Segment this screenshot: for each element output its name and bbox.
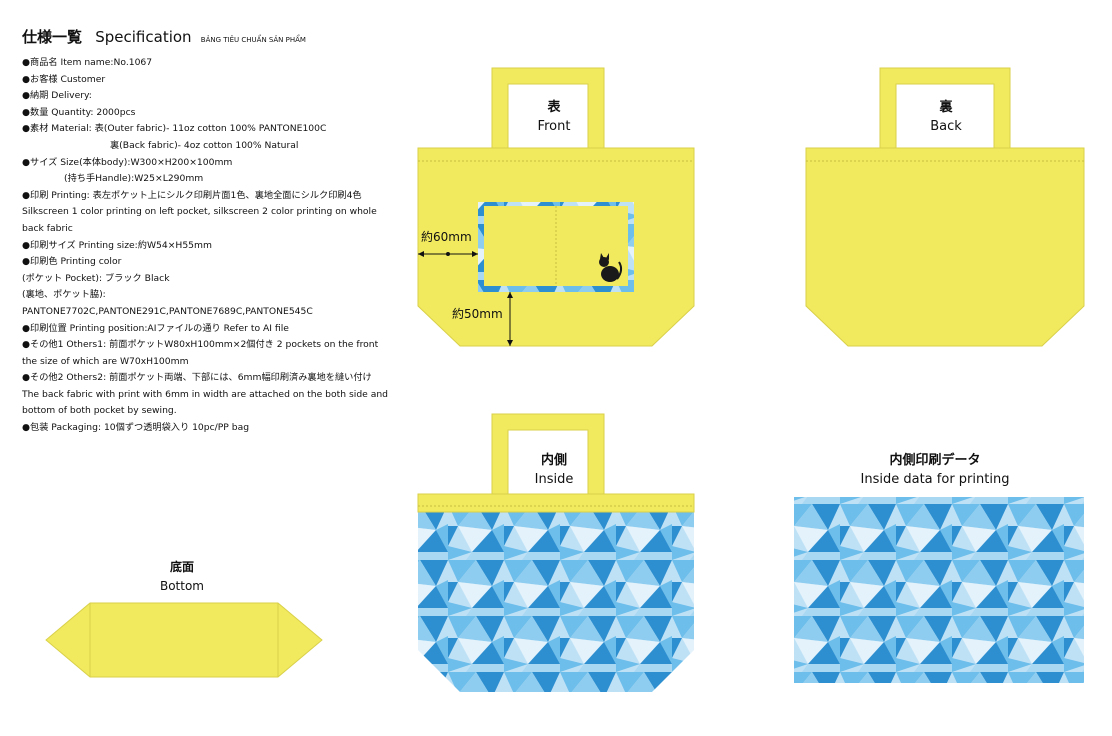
inside-label: 内側 Inside <box>534 453 574 487</box>
spec-line: ●その他1 Others1: 前面ポケットW80xH100mm×2個付き 2 p… <box>22 339 379 351</box>
bottom-label: 底面 Bottom <box>159 560 204 593</box>
inside-bag <box>417 413 695 692</box>
spec-line: ●数量 Quantity: 2000pcs <box>22 106 136 118</box>
front-label: 表 Front <box>537 100 571 134</box>
bottom-dimension-label: 約50mm <box>452 307 503 321</box>
spec-line: Silkscreen 1 color printing on left pock… <box>22 206 377 218</box>
spec-line: 裏(Back fabric)- 4oz cotton 100% Natural <box>110 139 299 151</box>
spec-line: ●印刷 Printing: 表左ポケット上にシルク印刷片面1色、裏地全面にシルク… <box>22 189 362 201</box>
spec-line: ●印刷サイズ Printing size:約W54×H55mm <box>22 239 212 251</box>
side-dimension-label: 約60mm <box>421 230 472 244</box>
spec-line: ●包装 Packaging: 10個ずつ透明袋入り 10pc/PP bag <box>22 422 250 434</box>
spec-line: (裏地、ポケット脇): <box>22 289 106 301</box>
back-label: 裏 Back <box>930 100 962 134</box>
back-body <box>805 147 1085 347</box>
spec-line: ●印刷位置 Printing position:AIファイルの通り Refer … <box>22 322 289 334</box>
inside-rim <box>417 493 695 513</box>
spec-line: ●素材 Material: 表(Outer fabric)- 11oz cott… <box>22 123 327 135</box>
spec-line: the size of which are W70xH100mm <box>22 355 189 367</box>
title-vn: BẢNG TIÊU CHUẨN SẢN PHẨM <box>200 36 306 44</box>
spec-line: ●サイズ Size(本体body):W300×H200×100mm <box>22 156 233 168</box>
back-bag <box>805 67 1085 347</box>
inside-print-data <box>794 497 1084 683</box>
cat-silhouette-icon <box>599 253 623 282</box>
spec-line: (持ち手Handle):W25×L290mm <box>64 173 204 185</box>
spec-line: bottom of both pocket by sewing. <box>22 405 177 417</box>
inside-data-label: 内側印刷データ Inside data for printing <box>860 453 1010 487</box>
spec-line: ●お客様 Customer <box>22 73 106 85</box>
spec-line: ●商品名 Item name:No.1067 <box>22 57 153 68</box>
spec-line: ●印刷色 Printing color <box>22 256 122 268</box>
inside-body <box>418 512 694 692</box>
spec-line: PANTONE7702C,PANTONE291C,PANTONE7689C,PA… <box>22 305 313 317</box>
page-title: 仕様一覧 Specification BẢNG TIÊU CHUẨN SẢN P… <box>22 26 306 47</box>
title-ja: 仕様一覧 <box>22 28 83 46</box>
front-bag <box>417 67 695 347</box>
spec-line: back fabric <box>22 222 73 234</box>
spec-line: (ポケット Pocket): ブラック Black <box>22 272 170 284</box>
spec-line: ●その他2 Others2: 前面ポケット両端、下部には、6mm幅印刷済み裏地を… <box>22 372 372 384</box>
spec-line: ●納期 Delivery: <box>22 90 92 102</box>
spec-line: The back fabric with print with 6mm in w… <box>22 388 389 400</box>
title-en: Specification <box>95 28 192 46</box>
spec-list: ●商品名 Item name:No.1067 ●お客様 Customer ●納期… <box>22 55 397 437</box>
bottom-view <box>45 602 323 678</box>
